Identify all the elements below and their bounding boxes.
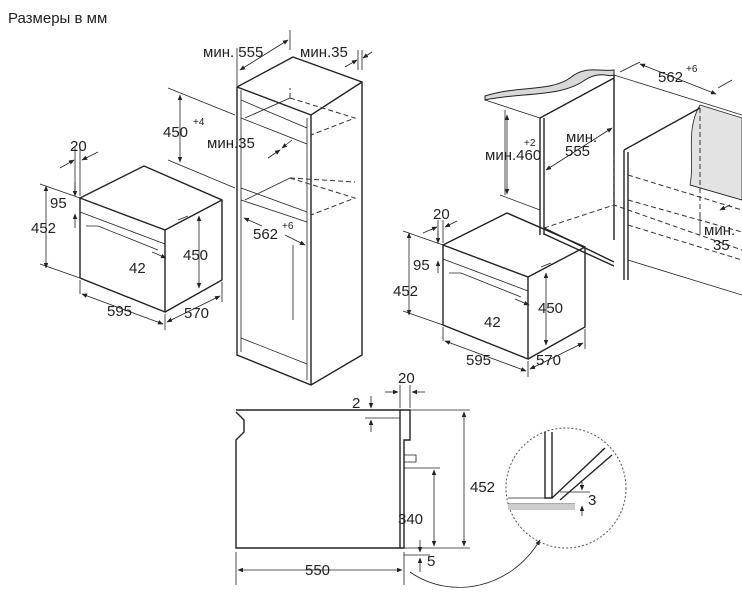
cabinet-niche-width-562: 562: [253, 226, 278, 243]
under-counter-gap-35: 35: [713, 237, 730, 254]
cabinet-niche-width-tolerance: +6: [282, 221, 294, 232]
side-view-452: 452: [470, 479, 495, 496]
oven-right-panel-95: 95: [413, 257, 430, 274]
oven-left-depth-20: 20: [70, 138, 87, 155]
side-view-2: 2: [352, 395, 360, 412]
oven-right-width-595: 595: [466, 352, 491, 369]
oven-left-panel-95: 95: [50, 195, 67, 212]
detail-3: 3: [588, 492, 596, 509]
oven-right-depth-570: 570: [536, 352, 561, 369]
cabinet-niche-height-tolerance: +4: [193, 117, 205, 128]
diagram-title: Размеры в мм: [8, 10, 108, 27]
oven-left-width-595: 595: [107, 303, 132, 320]
side-view: [235, 385, 541, 588]
oven-right: [402, 212, 586, 377]
under-counter-depth-555: 555: [565, 143, 590, 160]
under-counter-cabinet: [484, 61, 742, 296]
cabinet-min-depth-555: мин. 555: [203, 44, 263, 61]
side-view-550: 550: [305, 562, 330, 579]
oven-right-depth-20: 20: [433, 206, 450, 223]
under-counter-min-height-460: мин.460: [485, 147, 541, 164]
under-counter-height-tolerance: +2: [524, 138, 536, 149]
oven-left-42: 42: [129, 260, 146, 277]
oven-left-height-450: 450: [183, 247, 208, 264]
tall-cabinet: [167, 30, 373, 386]
oven-left-depth-570: 570: [184, 305, 209, 322]
side-view-340: 340: [398, 511, 423, 528]
cabinet-niche-height-450: 450: [163, 124, 188, 141]
cabinet-min-gap-35: мин.35: [207, 135, 255, 152]
cabinet-min-gap-35-top: мин.35: [300, 44, 348, 61]
oven-right-height-450: 450: [538, 300, 563, 317]
oven-right-height-452: 452: [393, 283, 418, 300]
oven-right-42: 42: [484, 314, 501, 331]
detail-circle: [505, 427, 627, 549]
side-view-5: 5: [427, 553, 435, 570]
oven-left-height-452: 452: [31, 220, 56, 237]
under-counter-width-tolerance: +6: [686, 64, 698, 75]
oven-left: [39, 146, 223, 330]
side-view-20: 20: [398, 370, 415, 387]
under-counter-width-562: 562: [658, 69, 683, 86]
under-counter-min-label: мин.: [566, 129, 597, 146]
under-counter-gap-min-label: мин.: [704, 222, 735, 239]
